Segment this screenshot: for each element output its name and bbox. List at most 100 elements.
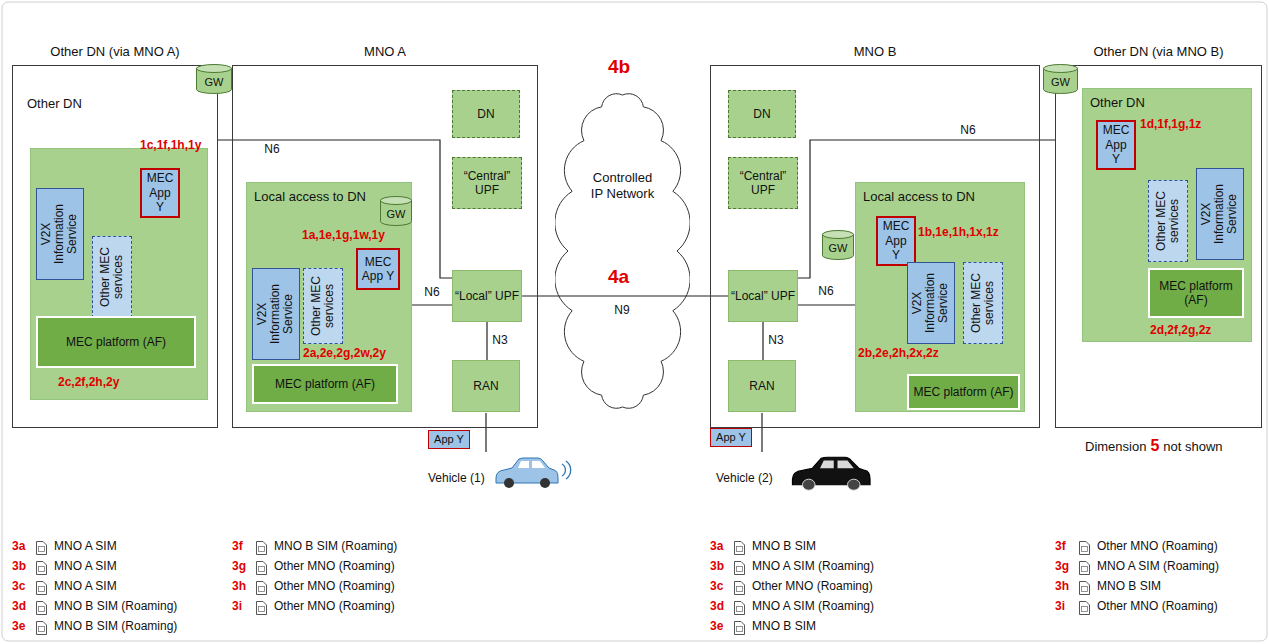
node-label: V2X Information Service [911, 266, 951, 340]
platform-box: MEC platform (AF) [36, 316, 196, 368]
car-wheel [803, 479, 816, 490]
callout-number: 3e [12, 620, 25, 634]
sim-icon [735, 622, 745, 635]
function-box: “Central” UPF [728, 157, 798, 209]
sim-chip [259, 567, 265, 572]
sim-label: MNO B SIM (Roaming) [274, 540, 397, 554]
function-box: “Central” UPF [452, 157, 522, 209]
car-window [838, 461, 854, 469]
sim-chip [39, 547, 45, 552]
sim-icons [37, 542, 1090, 635]
sim-icon [1080, 602, 1090, 615]
node-label: “Central” UPF [731, 169, 795, 198]
function-box: DN [452, 90, 520, 138]
function-box: “Local” UPF [452, 270, 522, 322]
node-label: GW [196, 74, 232, 90]
sim-label: Other MNO (Roaming) [1097, 600, 1218, 614]
car-wheel [848, 479, 861, 490]
node-label: App Y [716, 431, 746, 443]
sim-outline [735, 622, 745, 635]
sim-outline [1080, 542, 1090, 555]
cloud-shape [555, 94, 690, 409]
sim-chip [39, 567, 45, 572]
interface-label: N9 [612, 304, 631, 318]
sim-label: MNO A SIM [54, 540, 117, 554]
function-box: DN [728, 90, 796, 138]
platform-box: MEC platform (AF) [1148, 268, 1244, 318]
node-label: MEC platform (AF) [913, 385, 1013, 399]
sim-label: MNO A SIM [54, 560, 117, 574]
scenario-callout: 1a,1e,1g,1w,1y [302, 229, 385, 243]
sim-chip [1082, 607, 1088, 612]
sim-chip [259, 607, 265, 612]
car-window [820, 461, 834, 469]
app-box: App Y [710, 428, 752, 447]
node-label: GW [822, 240, 854, 256]
area-box: Local access to DNMEC App YV2X Informati… [855, 182, 1025, 412]
sim-icon [37, 542, 47, 555]
callout-number: 4b [608, 56, 630, 78]
platform-box: MEC platform (AF) [907, 374, 1020, 410]
scenario-callout: 2d,2f,2g,2z [1150, 324, 1211, 338]
sim-icon [257, 602, 267, 615]
car-wheel [540, 478, 550, 488]
node-label: MEC platform (AF) [275, 377, 375, 391]
app-box: App Y [428, 430, 470, 449]
service-box: Other MEC services [963, 262, 1003, 344]
sim-icon [37, 602, 47, 615]
sim-chip [39, 587, 45, 592]
sim-icon [37, 622, 47, 635]
sim-chip [39, 627, 45, 632]
scenario-callout: 1b,1e,1h,1x,1z [918, 226, 999, 240]
node-label: Other MEC services [970, 266, 996, 340]
radio-link-line [485, 413, 486, 452]
radio-link-line [761, 413, 762, 452]
sim-icon [257, 582, 267, 595]
callout-number: 3h [232, 580, 246, 594]
function-box: RAN [452, 360, 520, 412]
interface-label: N6 [262, 143, 281, 157]
sim-label: Other MNO (Roaming) [274, 600, 395, 614]
node-label: MEC platform (AF) [66, 335, 166, 349]
callout-number: 3h [1055, 580, 1069, 594]
area-heading: Local access to DN [254, 189, 366, 205]
callout-number: 5 [1150, 437, 1159, 455]
platform-box: MEC platform (AF) [252, 364, 398, 404]
node-label: V2X Information Service [1200, 172, 1240, 256]
vehicle-icon [793, 457, 871, 490]
interface-line [798, 304, 855, 305]
sim-outline [257, 562, 267, 575]
note-text: not shown [1163, 440, 1222, 455]
sim-icon [1080, 582, 1090, 595]
sim-chip [259, 547, 265, 552]
signal-wave [566, 461, 571, 479]
sim-icon [735, 542, 745, 555]
cylinder-top [1044, 65, 1078, 73]
node-label: Other MEC services [310, 272, 336, 340]
sim-label: MNO A SIM (Roaming) [752, 560, 874, 574]
car-wheel [504, 478, 514, 488]
cloud-outline [555, 82, 690, 420]
cylinder-top [823, 231, 854, 239]
node-label: “Central” UPF [455, 169, 519, 198]
region-heading: Other DN (via MNO A) [13, 44, 217, 60]
sim-icon [257, 562, 267, 575]
sim-outline [257, 542, 267, 555]
sim-icon [735, 602, 745, 615]
sim-outline [735, 562, 745, 575]
sim-icon [735, 562, 745, 575]
sim-chip [737, 547, 743, 552]
service-box: V2X Information Service [1196, 168, 1244, 260]
vehicle-label: Vehicle (2) [716, 472, 773, 486]
region-heading: MNO A [233, 44, 537, 60]
sim-chip [39, 607, 45, 612]
node-label: “Local” UPF [731, 289, 795, 303]
node-label: “Local” UPF [455, 289, 519, 303]
sim-chip [1082, 587, 1088, 592]
scenario-callout: 2c,2f,2h,2y [58, 376, 119, 390]
car-body [496, 458, 558, 483]
interface-line [412, 304, 452, 305]
callout-number: 3i [232, 600, 242, 614]
area-heading: Local access to DN [863, 189, 975, 205]
sim-chip [737, 607, 743, 612]
